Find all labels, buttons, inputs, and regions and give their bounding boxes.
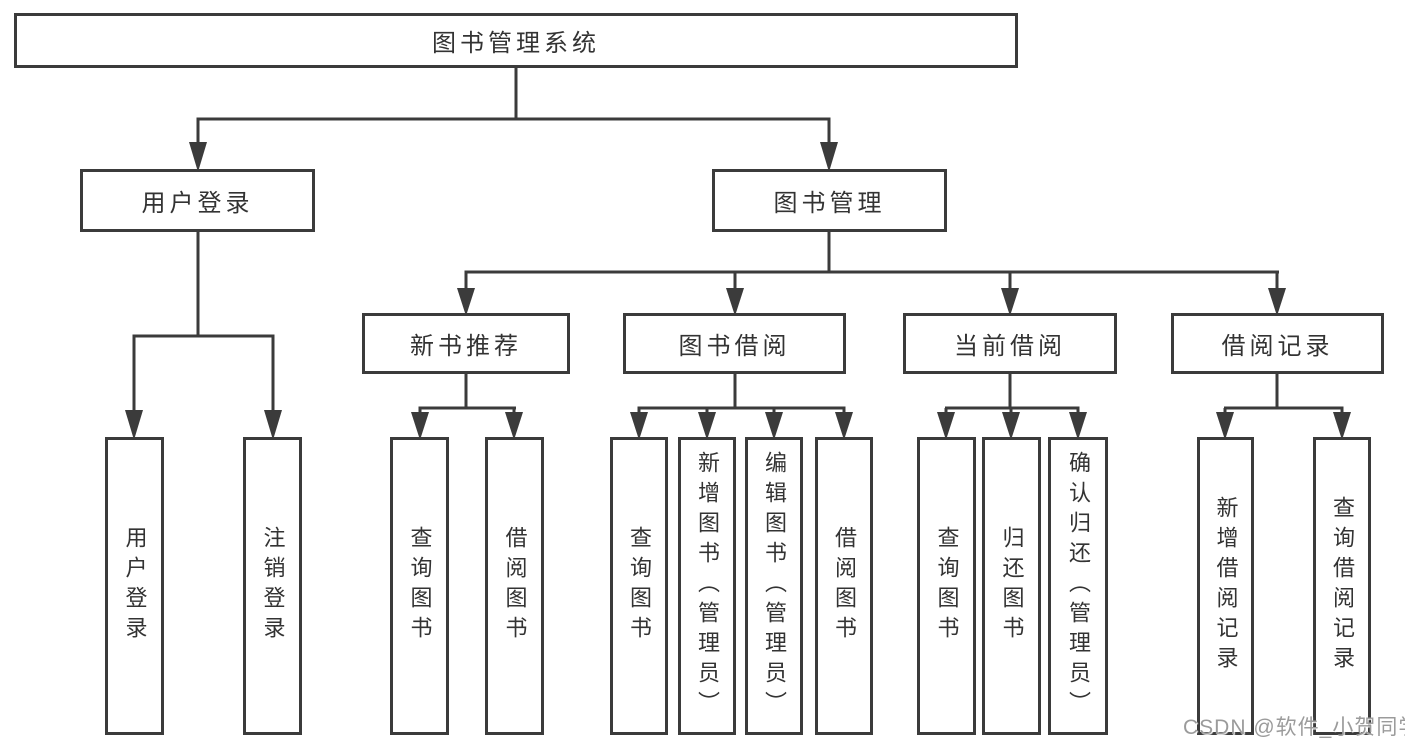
node-label: 编辑图书（管理员） [762,451,787,721]
node-book-management: 图书管理 [712,169,947,232]
node-label: 查询图书 [934,526,960,646]
node-leaf-logout: 注销登录 [243,437,302,735]
node-new-book-recommend: 新书推荐 [362,313,570,374]
node-label: 查询图书 [627,526,652,646]
node-label: 用户登录 [122,526,148,646]
node-label: 图书借阅 [678,333,791,360]
node-label: 确认归还（管理员） [1066,451,1091,721]
node-borrow-records: 借阅记录 [1171,313,1384,374]
node-label: 图书管理系统 [432,30,600,57]
node-leaf-query-borrow-record: 查询借阅记录 [1313,437,1371,735]
node-label: 归还图书 [999,526,1025,646]
node-label: 新书推荐 [410,333,522,360]
node-leaf-user-login: 用户登录 [105,437,164,735]
node-current-borrow: 当前借阅 [903,313,1117,374]
node-label: 当前借阅 [954,333,1066,360]
node-label: 用户登录 [141,190,254,217]
node-leaf-return-book: 归还图书 [982,437,1041,735]
node-leaf-borrow-books-2: 借阅图书 [815,437,873,735]
node-leaf-add-borrow-record: 新增借阅记录 [1197,437,1254,735]
node-leaf-add-book-admin: 新增图书（管理员） [678,437,736,735]
node-label: 借阅图书 [832,526,857,646]
arrowhead-group [125,142,1351,440]
node-label: 借阅图书 [502,526,528,646]
node-label: 查询图书 [407,526,433,646]
node-book-borrow: 图书借阅 [623,313,846,374]
node-label: 新增图书（管理员） [695,451,720,721]
node-leaf-query-books-2: 查询图书 [610,437,668,735]
node-leaf-query-books-3: 查询图书 [917,437,976,735]
csdn-watermark: CSDN @软件_小贺同学 [1183,716,1405,739]
node-label: 查询借阅记录 [1330,496,1355,676]
node-label: 借阅记录 [1221,333,1334,360]
node-label: 图书管理 [773,190,886,217]
node-user-login: 用户登录 [80,169,315,232]
node-leaf-query-books-1: 查询图书 [390,437,449,735]
node-leaf-confirm-return-admin: 确认归还（管理员） [1048,437,1108,735]
node-label: 新增借阅记录 [1213,496,1239,676]
node-leaf-borrow-books-1: 借阅图书 [485,437,544,735]
node-library-management-system: 图书管理系统 [14,13,1018,68]
node-leaf-edit-book-admin: 编辑图书（管理员） [745,437,803,735]
node-label: 注销登录 [260,526,286,646]
